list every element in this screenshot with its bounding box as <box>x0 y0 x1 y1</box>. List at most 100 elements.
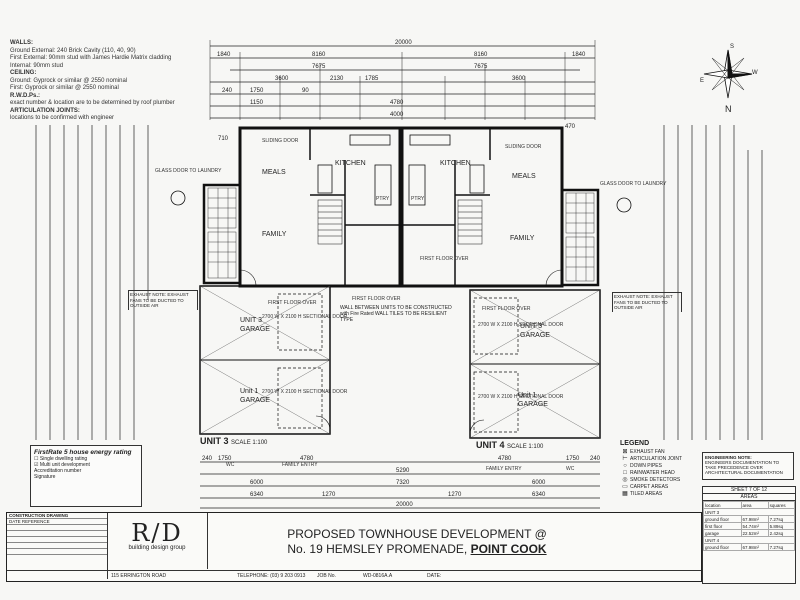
unit-4-title: UNIT 4 <box>476 440 505 450</box>
room-kitchen-left: KITCHEN <box>335 160 366 167</box>
dim-bottom-g: 240 <box>590 456 601 462</box>
garage-unit3-right: UNIT 3 <box>520 323 542 330</box>
footer-wd: WD-0816A.A <box>363 573 393 579</box>
walls-header: WALLS: <box>10 40 33 46</box>
title-block-footer: 115 ERRINGTON ROAD TELEPHONE: (03) 9 203… <box>7 570 701 581</box>
footer-job: JOB No. <box>317 573 336 579</box>
walls-note-1: Ground External: 240 Brick Cavity (110, … <box>10 47 136 54</box>
areas-unit4: UNIT 4 <box>703 536 795 544</box>
first-floor-over-2: FIRST FLOOR OVER <box>420 256 469 262</box>
unit-4-scale: SCALE 1:100 <box>507 444 544 450</box>
energy-single: ☐ Single dwelling rating <box>34 456 88 462</box>
articulation-header: ARTICULATION JOINTS: <box>10 107 80 114</box>
tiled-area-icon: ▦ <box>622 491 628 497</box>
revision-block: CONSTRUCTION DRAWING DATE REFERENCE <box>7 513 108 579</box>
energy-title: FirstRate 5 house energy rating <box>34 449 132 456</box>
walls-note-3: Internal: 90mm stud <box>10 62 64 69</box>
dim-b: 8160 <box>312 52 326 58</box>
rwd-header: R.W.D.Ps.: <box>10 92 41 99</box>
rainwater-head-icon: □ <box>623 469 627 476</box>
dim-bottom-l: 1270 <box>322 492 336 498</box>
unit-3-title: UNIT 3 <box>200 436 229 446</box>
garage-label-right-top: GARAGE <box>520 332 550 339</box>
exhaust-note-left: EXHAUST NOTE: EXHAUST FANS TO BE DUCTED … <box>128 290 198 310</box>
unit-3-scale: SCALE 1:100 <box>231 440 268 446</box>
legend-item: ▦TILED AREAS <box>620 490 788 498</box>
dim-a: 1840 <box>217 52 231 58</box>
dim-e: 7675 <box>312 64 326 70</box>
legend-item: ⊢ARTICULATION JOINT <box>620 455 788 463</box>
exhaust-fan-icon: ⊠ <box>622 449 628 455</box>
dim-d: 1840 <box>572 52 586 58</box>
legend-item: □RAINWATER HEAD <box>620 469 788 476</box>
dim-bottom-d: 5290 <box>396 468 410 474</box>
dim-bottom-h: 6000 <box>250 480 264 486</box>
dim-bottom-a: 240 <box>202 456 213 462</box>
walls-note-2: First External: 90mm stud with James Har… <box>10 55 172 61</box>
dim-n: 2130 <box>330 76 344 82</box>
compass-e: E <box>700 78 704 84</box>
areas-title: AREAS <box>703 494 795 501</box>
first-floor-over-3: FIRST FLOOR OVER <box>268 300 317 306</box>
dim-j: 240 <box>222 88 233 94</box>
compass-rose <box>703 49 753 99</box>
dim-i: 4780 <box>390 100 404 106</box>
engineering-title: ENGINEERING NOTE: <box>705 455 752 460</box>
garage-label-right-bottom: GARAGE <box>518 401 548 408</box>
logo-subtitle: building design group <box>128 545 186 551</box>
wc-left: WC <box>226 462 235 468</box>
down-pipe-icon: ○ <box>623 462 627 469</box>
rwd-note: exact number & location are to be determ… <box>10 100 175 106</box>
dim-r: 710 <box>218 136 229 142</box>
dim-k: 1750 <box>250 88 264 94</box>
compass-s: S <box>730 44 734 50</box>
legend-item: ▭CARPET AREAS <box>620 483 788 491</box>
smoke-detector-icon: ◎ <box>622 477 628 483</box>
engineering-text: ENGINEERS DOCUMENTATION TO TAKE PRECEDEN… <box>705 460 783 475</box>
articulation-joint-icon: ⊢ <box>622 456 628 462</box>
room-pantry-right: PTRY <box>411 196 425 202</box>
compass-w: W <box>752 70 758 76</box>
dim-h: 3600 <box>512 76 526 82</box>
sectional-door-3: 2700 W X 2100 H SECTIONAL DOOR <box>478 322 564 328</box>
garage-unit1-left: Unit 1 <box>240 388 258 395</box>
dim-bottom-i: 7320 <box>396 480 410 486</box>
general-notes: WALLS: Ground External: 240 Brick Cavity… <box>10 40 210 123</box>
dim-bottom-j: 6000 <box>532 480 546 486</box>
dim-c: 8160 <box>474 52 488 58</box>
unit-3-label: UNIT 3 SCALE 1:100 <box>200 436 267 446</box>
legend: LEGEND ⊠EXHAUST FAN ⊢ARTICULATION JOINT … <box>616 438 792 497</box>
dim-bottom-b: 1750 <box>218 456 232 462</box>
dim-bottom-c: 4780 <box>300 456 314 462</box>
legend-item: ○DOWN PIPES <box>620 462 788 469</box>
sheet-number: SHEET 7 OF 12 <box>703 487 795 494</box>
dim-bottom-k: 6340 <box>250 492 264 498</box>
engineering-note: ENGINEERING NOTE: ENGINEERS DOCUMENTATIO… <box>702 452 794 480</box>
party-wall-note: WALL BETWEEN UNITS TO BE CONSTRUCTED wit… <box>340 305 452 323</box>
articulation-note: locations to be confirmed with engineer <box>10 115 115 121</box>
project-title-line1: PROPOSED TOWNHOUSE DEVELOPMENT @ <box>287 527 547 541</box>
dim-m: 1150 <box>250 100 264 106</box>
wc-right: WC <box>566 466 575 472</box>
unit-4-label: UNIT 4 SCALE 1:100 <box>476 440 543 450</box>
footer-telephone: TELEPHONE: (03) 9 203 0913 <box>237 573 306 579</box>
legend-item: ⊠EXHAUST FAN <box>620 448 788 456</box>
dim-q: 470 <box>565 124 576 130</box>
glass-door-left: GLASS DOOR TO LAUNDRY <box>155 168 222 174</box>
dim-f: 7675 <box>474 64 488 70</box>
room-meals-right: MEALS <box>512 173 536 180</box>
sectional-door-1: 2700 W X 2100 H SECTIONAL DOOR <box>262 314 348 320</box>
dim-l: 90 <box>302 88 309 94</box>
garage-unit3-left: UNIT 3 <box>240 317 262 324</box>
exhaust-note-right: EXHAUST NOTE: EXHAUST FANS TO BE DUCTED … <box>612 292 682 312</box>
energy-signature: Signature <box>34 474 56 480</box>
energy-multi: ☑ Multi unit development <box>34 462 90 468</box>
family-entry-left: FAMILY ENTRY <box>282 462 318 468</box>
dim-bottom-m: 1270 <box>448 492 462 498</box>
